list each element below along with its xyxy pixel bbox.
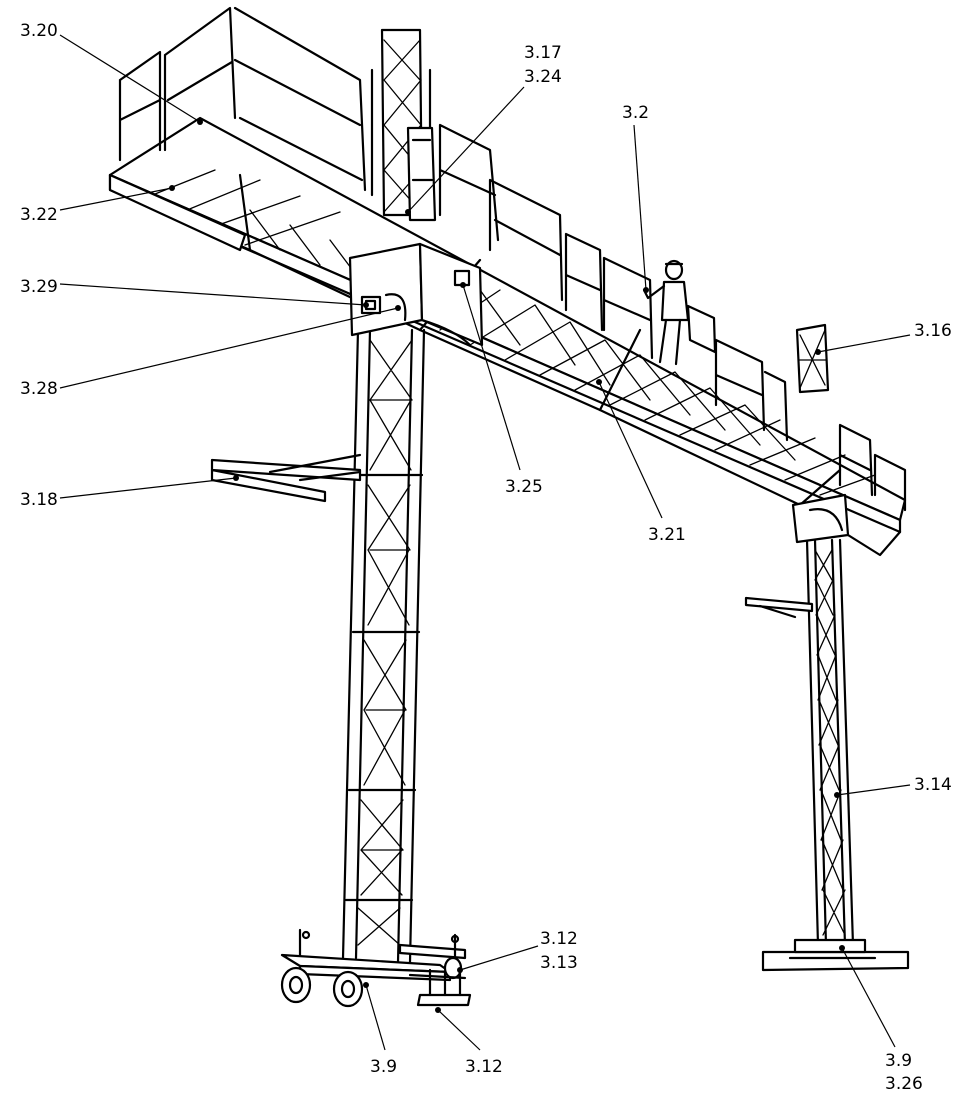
- label-3-14: 3.14: [914, 775, 952, 795]
- label-3-24: 3.24: [524, 67, 562, 87]
- label-3-12-top: 3.12: [540, 929, 578, 949]
- label-3-29: 3.29: [20, 277, 58, 297]
- platform-deck: [108, 6, 907, 557]
- left-chassis-base: [280, 928, 472, 1008]
- mast-connection-collar: [348, 242, 850, 544]
- label-3-9-left: 3.9: [370, 1057, 397, 1077]
- right-mast: [744, 323, 910, 972]
- label-3-22: 3.22: [20, 205, 58, 225]
- label-3-2: 3.2: [622, 103, 649, 123]
- label-3-25: 3.25: [505, 477, 543, 497]
- left-mast: [210, 328, 426, 964]
- operator-figure: [642, 259, 690, 366]
- label-3-26: 3.26: [885, 1074, 923, 1094]
- callout-labels: 3.20 3.17 3.24 3.2 3.22 3.29 3.16 3.28 3…: [20, 21, 952, 1094]
- label-3-13: 3.13: [540, 953, 578, 973]
- label-3-28: 3.28: [20, 379, 58, 399]
- label-3-9-right: 3.9: [885, 1051, 912, 1071]
- label-3-21: 3.21: [648, 525, 686, 545]
- label-3-16: 3.16: [914, 321, 952, 341]
- label-3-17: 3.17: [524, 43, 562, 63]
- label-3-18: 3.18: [20, 490, 58, 510]
- leader-lines: [59, 34, 911, 1051]
- upper-mast-section: [370, 28, 437, 222]
- label-3-12-bottom: 3.12: [465, 1057, 503, 1077]
- leader-dots: [169, 119, 845, 1013]
- label-3-20: 3.20: [20, 21, 58, 41]
